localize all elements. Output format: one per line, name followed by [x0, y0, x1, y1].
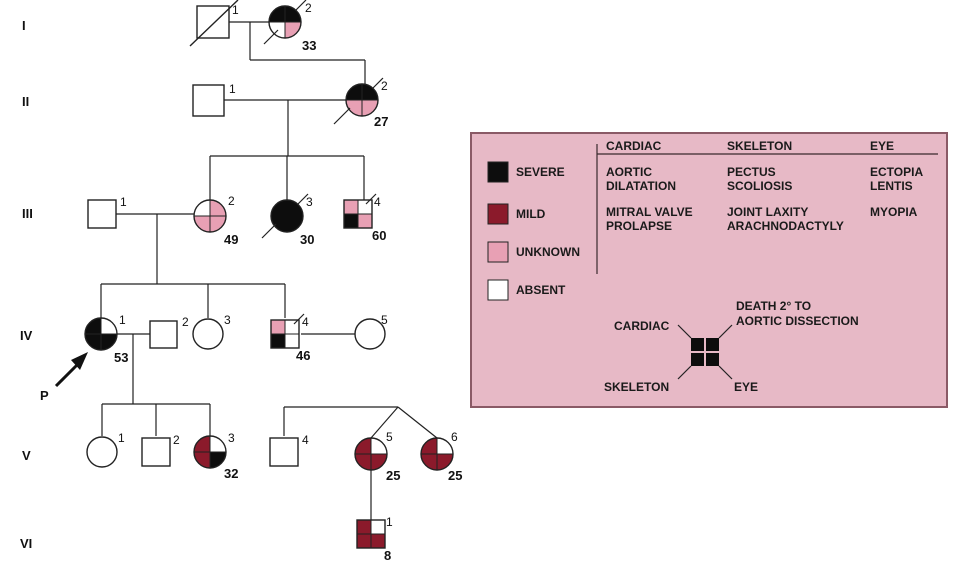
- individual-number: 2: [305, 1, 312, 15]
- individual-age: 30: [300, 232, 314, 247]
- individual-II-1: 1: [192, 82, 236, 117]
- individual-V-4: 4: [269, 433, 309, 467]
- legend-swatch-absent: [487, 279, 509, 301]
- individual-I-2: 2 33: [263, 0, 316, 53]
- individual-number: 2: [173, 433, 180, 447]
- individual-V-3: 3 32: [193, 431, 238, 481]
- individual-age: 27: [374, 114, 388, 129]
- individual-IV-4: 4 46: [270, 313, 310, 363]
- legend-cell: PROLAPSE: [606, 219, 672, 233]
- generation-label: IV: [20, 328, 33, 343]
- legend-swatch-unknown: [487, 241, 509, 263]
- individual-number: 3: [228, 431, 235, 445]
- individual-number: 2: [381, 79, 388, 93]
- individual-number: 2: [182, 315, 189, 329]
- individual-age: 32: [224, 466, 238, 481]
- individual-number: 1: [232, 3, 239, 17]
- individual-II-2: 2 27: [333, 77, 388, 129]
- individual-age: 25: [386, 468, 400, 483]
- legend-label-severe: SEVERE: [516, 165, 565, 179]
- legend-svg: CARDIAC SKELETON EYE SEVERE AORTIC DILAT…: [487, 139, 938, 394]
- individual-III-4: 4 60: [343, 193, 386, 243]
- individual-V-2: 2: [141, 433, 180, 467]
- individual-VI-1: 1 8: [356, 515, 393, 563]
- individual-age: 60: [372, 228, 386, 243]
- individual-IV-5: 5: [354, 313, 388, 350]
- individual-number: 4: [302, 315, 309, 329]
- individual-age: 53: [114, 350, 128, 365]
- individual-IV-2: 2: [149, 315, 189, 349]
- generation-label: III: [22, 206, 33, 221]
- individual-number: 4: [302, 433, 309, 447]
- individual-V-6: 6 25: [420, 430, 462, 483]
- legend-column-skeleton: SKELETON: [727, 139, 792, 153]
- individual-number: 6: [451, 430, 458, 444]
- legend-cell: DILATATION: [606, 179, 676, 193]
- individual-number: 5: [381, 313, 388, 327]
- legend-cell: JOINT LAXITY: [727, 205, 808, 219]
- legend-cell: LENTIS: [870, 179, 913, 193]
- individual-number: 1: [386, 515, 393, 529]
- legend-swatch-mild: [487, 203, 509, 225]
- individual-number: 1: [229, 82, 236, 96]
- legend-key-cardiac: CARDIAC: [614, 319, 670, 333]
- legend-cell: SCOLIOSIS: [727, 179, 792, 193]
- generation-label: V: [22, 448, 31, 463]
- individual-number: 1: [119, 313, 126, 327]
- legend-label-unknown: UNKNOWN: [516, 245, 580, 259]
- individual-III-1: 1: [87, 195, 127, 229]
- legend-panel: CARDIAC SKELETON EYE SEVERE AORTIC DILAT…: [470, 132, 948, 408]
- generation-label: VI: [20, 536, 32, 551]
- individual-number: 5: [386, 430, 393, 444]
- individual-number: 3: [306, 195, 313, 209]
- legend-key-skeleton: SKELETON: [604, 380, 669, 394]
- legend-column-eye: EYE: [870, 139, 894, 153]
- individual-number: 4: [374, 195, 381, 209]
- individual-IV-3: 3: [192, 313, 231, 350]
- legend-cell: PECTUS: [727, 165, 776, 179]
- legend-label-mild: MILD: [516, 207, 546, 221]
- generation-label: II: [22, 94, 29, 109]
- legend-key-symbol: [677, 324, 733, 380]
- individual-I-1: 1: [189, 0, 239, 47]
- individual-age: 25: [448, 468, 462, 483]
- proband-label: P: [40, 388, 49, 403]
- individual-age: 33: [302, 38, 316, 53]
- individual-V-5: 5 25: [354, 430, 400, 483]
- legend-key-death-line1: DEATH 2° TO: [736, 299, 811, 313]
- individual-number: 1: [120, 195, 127, 209]
- individual-V-1: 1: [86, 431, 125, 468]
- individual-age: 46: [296, 348, 310, 363]
- individual-number: 3: [224, 313, 231, 327]
- legend-cell: MYOPIA: [870, 205, 918, 219]
- legend-cell: AORTIC: [606, 165, 652, 179]
- legend-cell: ECTOPIA: [870, 165, 923, 179]
- legend-swatch-severe: [487, 161, 509, 183]
- legend-key-death-line2: AORTIC DISSECTION: [736, 314, 859, 328]
- individual-number: 1: [118, 431, 125, 445]
- pedigree-lines: [100, 21, 438, 520]
- individual-number: 2: [228, 194, 235, 208]
- legend-cell: ARACHNODACTYLY: [727, 219, 844, 233]
- generation-label: I: [22, 18, 26, 33]
- proband-arrow: P: [40, 352, 88, 403]
- legend-key-eye: EYE: [734, 380, 758, 394]
- individual-III-3: 3 30: [261, 193, 314, 247]
- individual-III-2: 2 49: [193, 194, 238, 247]
- legend-column-cardiac: CARDIAC: [606, 139, 662, 153]
- legend-cell: MITRAL VALVE: [606, 205, 693, 219]
- individual-IV-1: 1 53: [84, 313, 128, 365]
- individual-age: 49: [224, 232, 238, 247]
- individual-age: 8: [384, 548, 391, 563]
- legend-label-absent: ABSENT: [516, 283, 566, 297]
